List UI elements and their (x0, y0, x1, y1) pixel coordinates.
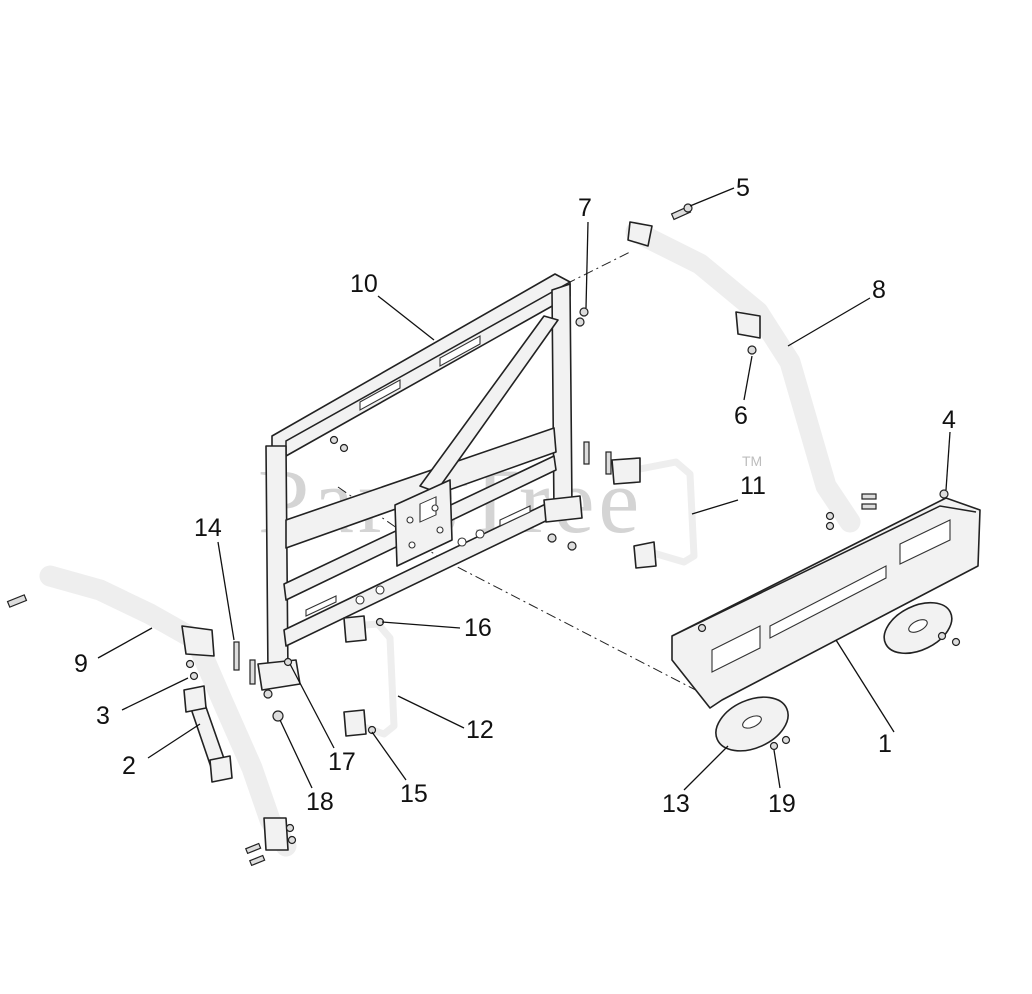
callout-16: 16 (464, 614, 492, 642)
watermark-trademark: TM (742, 453, 762, 469)
callout-6: 6 (734, 402, 748, 430)
callout-2: 2 (122, 752, 136, 780)
callout-17: 17 (328, 748, 356, 776)
callout-19: 19 (768, 790, 796, 818)
grab-handle-part-11 (611, 457, 698, 569)
callout-11: 11 (740, 472, 766, 500)
callout-3: 3 (96, 702, 110, 730)
callout-15: 15 (400, 780, 428, 808)
left-tube-part-9 (39, 565, 297, 857)
main-frame-part-10 (257, 273, 583, 691)
callout-10: 10 (350, 270, 378, 298)
callout-18: 18 (306, 788, 334, 816)
callout-4: 4 (942, 406, 956, 434)
callout-9: 9 (74, 650, 88, 678)
callout-7: 7 (578, 194, 592, 222)
right-tube-part-8 (625, 221, 861, 533)
leader-lines (97, 187, 951, 791)
callout-5: 5 (736, 174, 750, 202)
callout-14: 14 (194, 514, 222, 542)
callout-8: 8 (872, 276, 886, 304)
rear-panel-part-1 (671, 497, 981, 709)
bracket-part-2 (183, 685, 233, 783)
hardware (6, 203, 961, 867)
callout-1: 1 (878, 730, 892, 758)
grab-handle-part-12 (343, 615, 398, 738)
reflector-pads-part-13 (715, 601, 953, 752)
callout-12: 12 (466, 716, 494, 744)
callout-labels: 1 2 3 4 5 6 7 8 9 10 11 12 13 14 15 16 1… (74, 174, 956, 818)
callout-13: 13 (662, 790, 690, 818)
